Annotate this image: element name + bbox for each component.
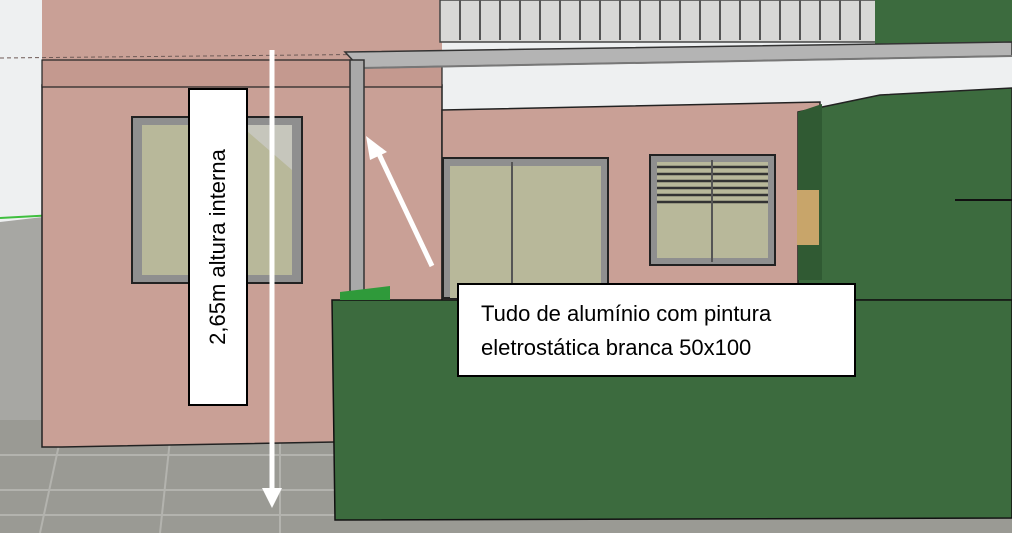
- window-reflection: [240, 125, 292, 170]
- cornice: [41, 59, 443, 88]
- upper-green-wall: [875, 0, 1012, 48]
- height-callout: 2,65m altura interna: [188, 88, 248, 406]
- railing-bars: [459, 0, 861, 40]
- pergola-beam-edge: [359, 55, 1012, 69]
- column-arrow-line: [375, 150, 435, 268]
- wall-top: [340, 286, 390, 300]
- height-arrowhead: [262, 488, 282, 508]
- green-block-right: [797, 87, 1012, 301]
- material-callout-line2: eletrostática branca 50x100: [481, 335, 752, 360]
- material-callout-line1: Tudo de alumínio com pintura: [481, 301, 772, 326]
- upper-wall: [42, 0, 442, 60]
- material-callout: Tudo de alumínio com pintura eletrostáti…: [457, 283, 856, 377]
- pergola-column: [349, 59, 365, 301]
- height-callout-text: 2,65m altura interna: [205, 149, 230, 345]
- floor-tiles: [0, 439, 340, 533]
- sliding-door-glass: [450, 166, 601, 298]
- column-arrowhead: [366, 136, 387, 160]
- wall-lamp: [797, 190, 819, 245]
